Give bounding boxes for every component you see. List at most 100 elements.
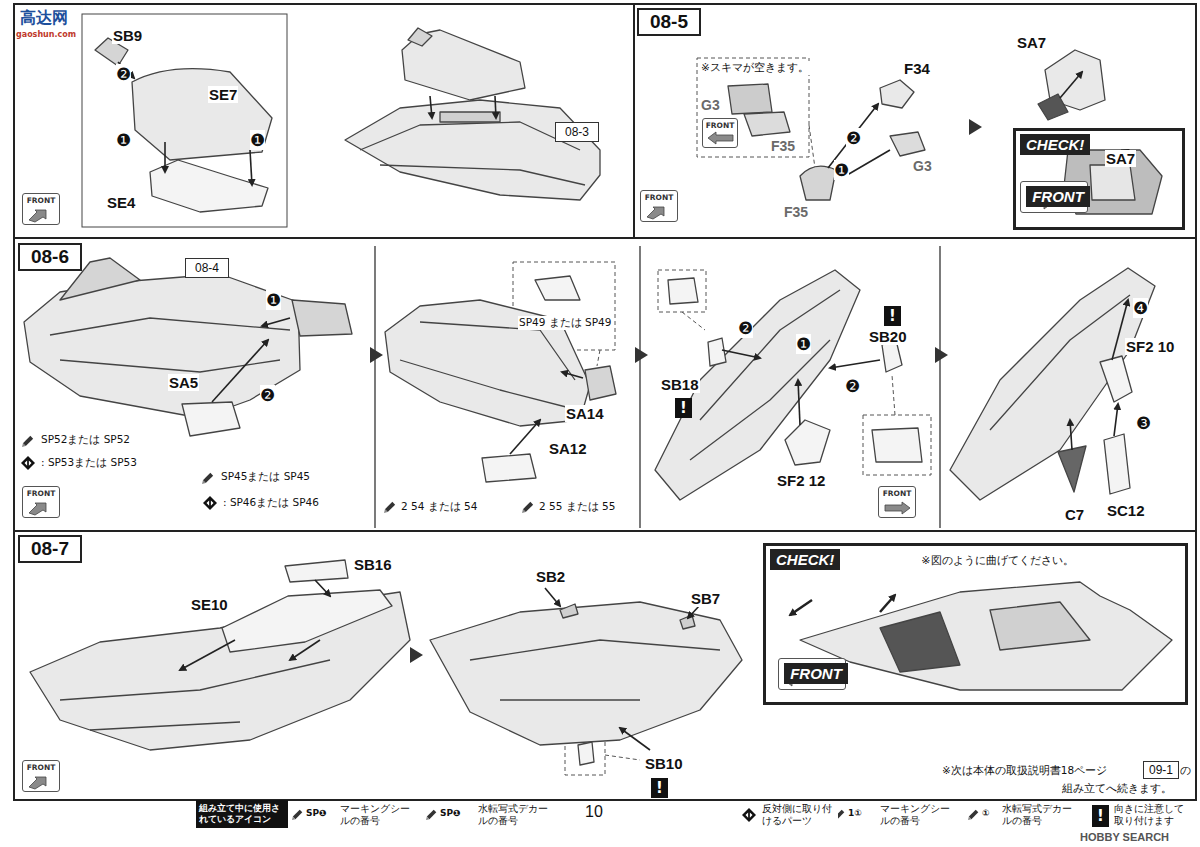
panel-frame — [634, 4, 1196, 238]
dashed-box — [892, 375, 895, 415]
node-text: 08-5 — [650, 11, 688, 33]
front-arrow — [29, 210, 46, 222]
part-label: SA14 — [565, 405, 605, 422]
front-arrow — [885, 502, 910, 514]
part-drawing — [728, 84, 772, 114]
legend-text: 向きに注意して取り付けます — [1114, 803, 1190, 827]
part-drawing — [400, 322, 575, 408]
sticker-icon — [384, 502, 395, 513]
detail-box — [82, 14, 287, 227]
continuation-note: の — [1180, 764, 1191, 778]
node-text: FRONT — [27, 489, 56, 498]
part-drawing — [890, 132, 925, 156]
part-label: SB2 — [535, 568, 566, 585]
front-indicator: FRONT — [22, 760, 60, 792]
sticker-icon — [522, 502, 533, 513]
part-drawing — [1058, 446, 1086, 492]
part-drawing — [585, 366, 616, 400]
part-drawing — [345, 100, 600, 200]
part-label: SB18 — [660, 376, 700, 393]
assembly-arrow — [164, 142, 166, 172]
step-tab: 08-6 — [18, 243, 82, 271]
icon-legend-heading: 組み立て中に使用されているアイコン — [196, 800, 288, 828]
part-drawing — [950, 268, 1155, 500]
reference-box: 08-3 — [555, 122, 599, 142]
sub-divider — [939, 246, 940, 528]
node-text: FRONT — [27, 763, 56, 772]
step-triangle — [635, 347, 648, 363]
icon-sample-text: 1① — [848, 808, 862, 818]
sticker-icon — [202, 473, 213, 484]
part-label: SB16 — [353, 556, 393, 573]
assembly-arrow — [118, 62, 1128, 750]
part-label: SA12 — [548, 440, 588, 457]
part-drawing — [1100, 356, 1132, 402]
part-drawing — [292, 300, 352, 336]
part-drawing — [880, 80, 914, 108]
front-arrow — [29, 503, 46, 515]
part-label: SB10 — [644, 755, 684, 772]
front-arrow — [24, 774, 58, 790]
panel-frame — [14, 531, 1196, 800]
part-drawing — [60, 660, 330, 730]
dashed-box — [682, 312, 705, 330]
assembly-arrow — [828, 104, 878, 168]
assembly-arrow — [510, 420, 540, 454]
node-text: FRONT — [784, 663, 848, 684]
dashed-box — [863, 415, 931, 475]
part-drawing — [880, 612, 960, 672]
check-box: CHECK!※図のように曲げてください。FRONT — [763, 543, 1188, 705]
check-box: CHECK!FRONT — [1013, 128, 1185, 230]
step-triangle — [410, 647, 423, 663]
step-number: ❷ — [845, 376, 860, 396]
page-number: 10 — [585, 803, 603, 821]
sticker-icon — [292, 810, 302, 820]
sticker-icon — [968, 810, 978, 820]
assembly-arrow — [830, 360, 880, 368]
part-label: SB9 — [112, 27, 143, 44]
front-indicator: FRONT — [1020, 181, 1088, 213]
part-drawing — [408, 28, 432, 46]
icon-sample-text: SP❶ — [440, 808, 461, 818]
part-drawing — [800, 582, 1172, 690]
check-note: ※図のように曲げてください。 — [921, 554, 1073, 567]
front-arrow — [784, 674, 809, 686]
part-drawing — [222, 590, 392, 652]
legend-text: 水転写式デカールの番号 — [478, 803, 554, 827]
front-arrow — [29, 777, 46, 789]
part-drawing — [655, 270, 860, 500]
part-drawing — [560, 604, 578, 618]
sticker-icon — [21, 456, 35, 470]
part-label: SB20 — [868, 328, 908, 345]
sticker-icon — [426, 810, 436, 820]
sticker-icon — [22, 436, 33, 447]
step-triangle — [969, 119, 982, 135]
part-drawing — [470, 640, 720, 700]
assembly-arrow — [430, 96, 432, 118]
part-label: SA5 — [168, 374, 199, 391]
part-drawing — [680, 615, 695, 629]
assembly-arrow — [798, 380, 800, 425]
watermark: gaoshun.com — [16, 30, 76, 39]
node-text: FRONT — [883, 489, 912, 498]
step-number: ❷ — [260, 385, 275, 405]
node-text: ! — [889, 307, 896, 325]
sticker-note: SP52または SP52 — [40, 433, 131, 447]
step-tab: 08-7 — [18, 535, 82, 563]
part-drawing — [535, 276, 580, 300]
part-drawing — [785, 420, 830, 465]
part-label-grey: G3 — [700, 97, 721, 113]
part-drawing — [668, 278, 698, 304]
caution-mark: ! — [884, 306, 901, 326]
part-drawing — [1090, 165, 1135, 200]
assembly-arrow — [290, 640, 320, 660]
part-label: SE7 — [208, 86, 238, 103]
front-indicator: FRONT — [878, 486, 916, 518]
sticker-note: : SP53または SP53 — [40, 456, 138, 470]
front-indicator: FRONT — [22, 193, 60, 225]
sticker-note: ※スキマが空きます。 — [700, 61, 810, 75]
node-text: 08-4 — [195, 261, 219, 275]
assembly-arrow — [250, 150, 252, 185]
front-arrow — [647, 207, 664, 219]
part-drawing — [182, 402, 240, 436]
